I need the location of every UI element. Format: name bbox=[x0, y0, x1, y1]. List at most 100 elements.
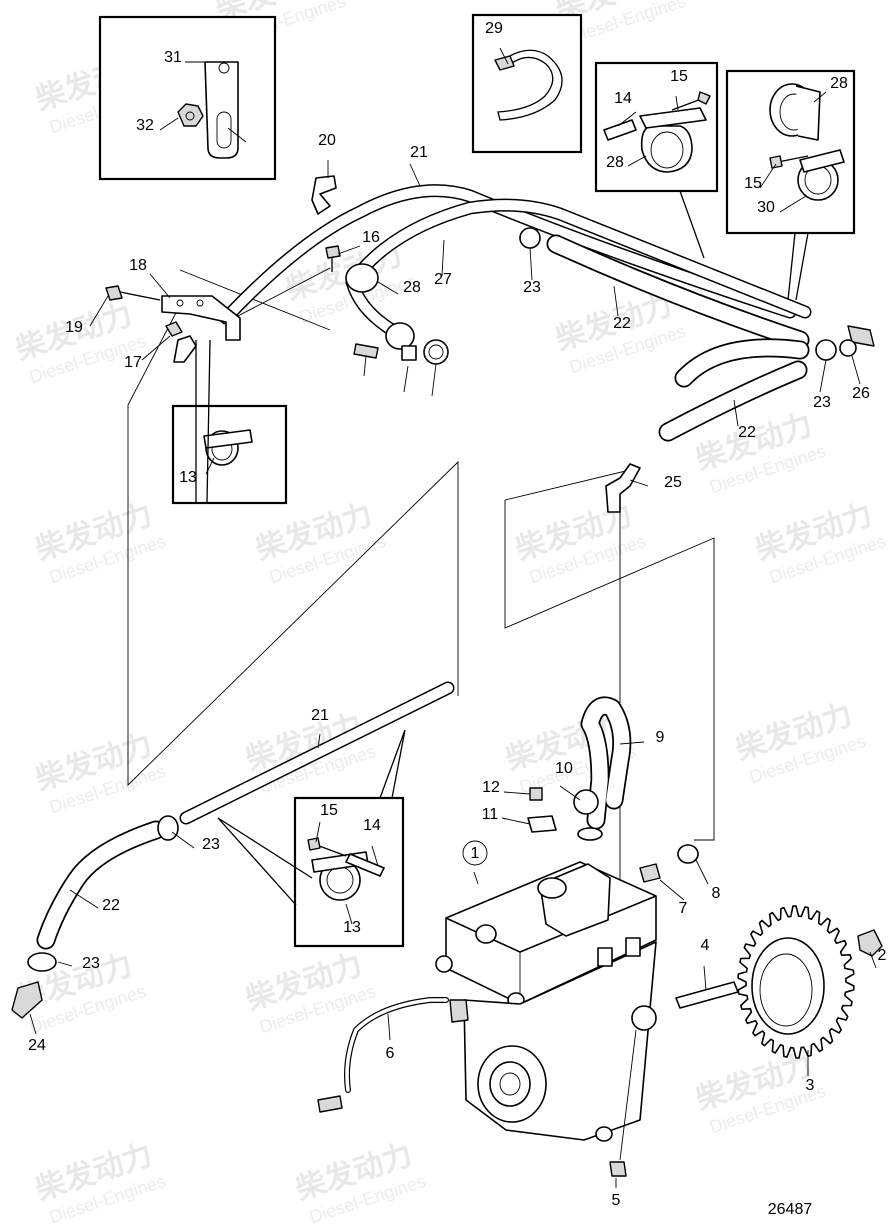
leader-line bbox=[703, 965, 707, 991]
leader-line bbox=[813, 91, 827, 103]
callout-label-6: 6 bbox=[386, 1045, 395, 1062]
callout-label-27: 27 bbox=[434, 271, 452, 288]
callout-leader-lines bbox=[29, 47, 877, 1188]
callout-label-12: 12 bbox=[482, 779, 500, 796]
leader-line bbox=[619, 1029, 637, 1161]
callout-label-15: 15 bbox=[744, 175, 762, 192]
hose-22-upper bbox=[546, 234, 810, 442]
callout-label-30: 30 bbox=[757, 199, 775, 216]
leader-line bbox=[613, 285, 619, 317]
bracket-18 bbox=[105, 285, 241, 363]
leader-line bbox=[819, 359, 827, 393]
callout-label-28: 28 bbox=[830, 75, 848, 92]
callout-label-13: 13 bbox=[343, 919, 361, 936]
drawing-number: 26487 bbox=[768, 1201, 813, 1218]
leader-line bbox=[659, 879, 685, 901]
leader-line bbox=[149, 273, 171, 299]
reference-outlines bbox=[127, 267, 715, 935]
callout-label-17: 17 bbox=[124, 354, 142, 371]
leader-line bbox=[345, 903, 353, 925]
callout-label-8: 8 bbox=[712, 885, 721, 902]
compressor-1 bbox=[435, 861, 657, 1142]
callout-label-10: 10 bbox=[555, 760, 573, 777]
detail-box-13-top bbox=[171, 404, 288, 505]
callout-label-29: 29 bbox=[485, 20, 503, 37]
callout-label-22: 22 bbox=[738, 424, 756, 441]
fitting-16-28-upper bbox=[325, 245, 449, 365]
callout-label-20: 20 bbox=[318, 132, 336, 149]
leader-line bbox=[363, 355, 367, 377]
leader-line bbox=[629, 479, 649, 487]
callout-circle bbox=[462, 840, 488, 866]
callout-label-19: 19 bbox=[65, 319, 83, 336]
callout-label-11: 11 bbox=[482, 806, 499, 823]
leader-line bbox=[779, 195, 807, 213]
leader-line bbox=[627, 155, 647, 167]
stud-4 bbox=[675, 981, 739, 1009]
callout-label-9: 9 bbox=[656, 729, 665, 746]
leader-line bbox=[89, 295, 109, 327]
leader-line bbox=[57, 961, 73, 967]
callout-label-32: 32 bbox=[136, 117, 154, 134]
detail-box-15-28-30 bbox=[725, 69, 856, 235]
leader-line bbox=[503, 791, 531, 795]
callout-labels: 1234567891011121313141415151516171819202… bbox=[28, 20, 886, 1209]
leader-line bbox=[529, 247, 533, 281]
leader-line bbox=[205, 457, 215, 475]
wire-6 bbox=[317, 997, 469, 1113]
callout-label-18: 18 bbox=[129, 257, 147, 274]
callout-label-31: 31 bbox=[164, 49, 182, 66]
callout-label-16: 16 bbox=[362, 229, 380, 246]
detail-box-13-14-15-bottom bbox=[293, 796, 405, 948]
callout-label-14: 14 bbox=[363, 817, 381, 834]
leader-line bbox=[851, 355, 861, 385]
callout-label-14: 14 bbox=[614, 90, 632, 107]
callout-label-28: 28 bbox=[606, 154, 624, 171]
callout-label-23: 23 bbox=[202, 836, 220, 853]
hose-9 bbox=[573, 696, 632, 841]
leader-line bbox=[171, 831, 195, 849]
leader-line bbox=[695, 859, 709, 885]
callout-label-26: 26 bbox=[852, 385, 870, 402]
elbow-25 bbox=[605, 463, 641, 513]
callout-label-28: 28 bbox=[403, 279, 421, 296]
leader-line bbox=[315, 821, 321, 843]
leader-line bbox=[387, 1013, 391, 1041]
pipe-21-upper bbox=[219, 184, 797, 325]
leader-line bbox=[559, 785, 581, 801]
leader-line bbox=[617, 111, 637, 127]
callout-label-25: 25 bbox=[664, 474, 682, 491]
hose-22-lower bbox=[11, 815, 179, 1019]
leader-line bbox=[501, 817, 531, 825]
leader-line bbox=[69, 889, 99, 909]
callout-label-23: 23 bbox=[813, 394, 831, 411]
leader-line bbox=[227, 127, 247, 143]
callout-label-15: 15 bbox=[670, 68, 688, 85]
leader-line bbox=[431, 363, 437, 397]
callout-label-4: 4 bbox=[701, 937, 710, 954]
leader-line bbox=[473, 871, 479, 885]
callout-label-5: 5 bbox=[612, 1192, 621, 1209]
leader-line bbox=[869, 951, 877, 969]
pipe-21-lower bbox=[179, 681, 455, 825]
leader-line bbox=[371, 845, 379, 867]
leader-line bbox=[29, 1013, 37, 1035]
callout-label-13: 13 bbox=[179, 469, 197, 486]
leader-line bbox=[409, 163, 421, 187]
detail-box-29 bbox=[471, 13, 583, 154]
clamps-23-upper bbox=[519, 227, 875, 361]
callout-label-21: 21 bbox=[410, 144, 428, 161]
leader-line bbox=[317, 733, 321, 749]
callout-label-23: 23 bbox=[523, 279, 541, 296]
leader-line bbox=[675, 95, 679, 111]
callout-label-3: 3 bbox=[806, 1077, 815, 1094]
callout-label-1: 1 bbox=[471, 845, 480, 862]
detail-box-31-32 bbox=[98, 15, 277, 181]
leader-line bbox=[403, 365, 409, 393]
callout-label-22: 22 bbox=[102, 897, 120, 914]
leader-line bbox=[141, 335, 171, 361]
callout-label-2: 2 bbox=[878, 947, 887, 964]
leader-line bbox=[159, 117, 179, 131]
